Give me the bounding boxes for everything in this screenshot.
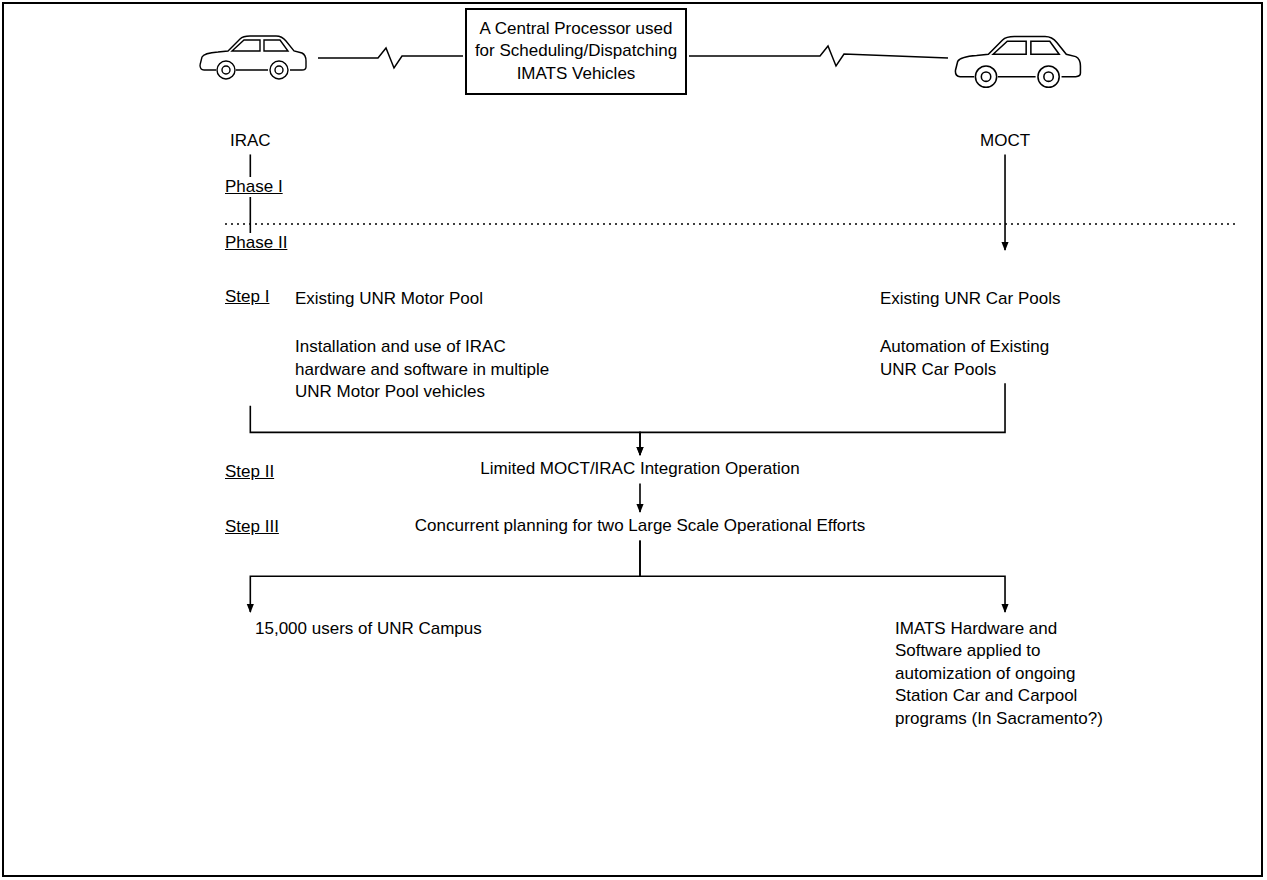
flow-arrow [639,483,641,512]
outer-frame [3,3,1262,876]
flow-arrow [250,540,640,612]
node-body: Automation of Existing UNR Car Pools [880,336,1080,381]
radio-link [318,48,463,68]
system-label: IRAC [228,128,273,154]
processor-box: A Central Processor used for Scheduling/… [465,8,687,95]
phase-divider [225,223,1238,225]
step-label: Step II [223,462,276,482]
phase-label: Phase II [223,233,289,253]
node-heading: Existing UNR Motor Pool [295,288,692,310]
step-label: Step I [223,287,271,307]
step-text: Limited MOCT/IRAC Integration Operation [400,455,880,483]
car-icon [200,36,306,79]
node-body: Installation and use of IRAC hardware an… [295,336,580,403]
node-heading: Limited MOCT/IRAC Integration Operation [404,458,876,480]
node-heading: IRAC [230,130,271,152]
system-label: MOCT [978,128,1032,154]
flow-arrow [1004,154,1006,250]
step-block: Existing UNR Motor PoolInstallation and … [240,250,700,410]
node-heading: A Central Processor used for Scheduling/… [473,18,679,85]
node-heading: Existing UNR Car Pools [880,288,1220,310]
node-heading: IMATS Hardware and Software applied to a… [895,618,1110,730]
flow-arrow [640,540,1005,612]
flow-arrow [250,406,640,455]
node-heading: 15,000 users of UNR Campus [255,618,482,640]
outcome-text: 15,000 users of UNR Campus [240,612,492,646]
phase-label: Phase I [223,177,285,197]
radio-link [689,46,948,66]
step-label: Step III [223,517,281,537]
step-text: Concurrent planning for two Large Scale … [300,512,980,540]
car-icon [955,37,1080,88]
outcome-text: IMATS Hardware and Software applied to a… [880,612,1220,736]
node-heading: Concurrent planning for two Large Scale … [304,515,976,537]
flow-arrow [640,383,1005,455]
step-block: Existing UNR Car PoolsAutomation of Exis… [868,250,1228,387]
node-heading: MOCT [980,130,1030,152]
